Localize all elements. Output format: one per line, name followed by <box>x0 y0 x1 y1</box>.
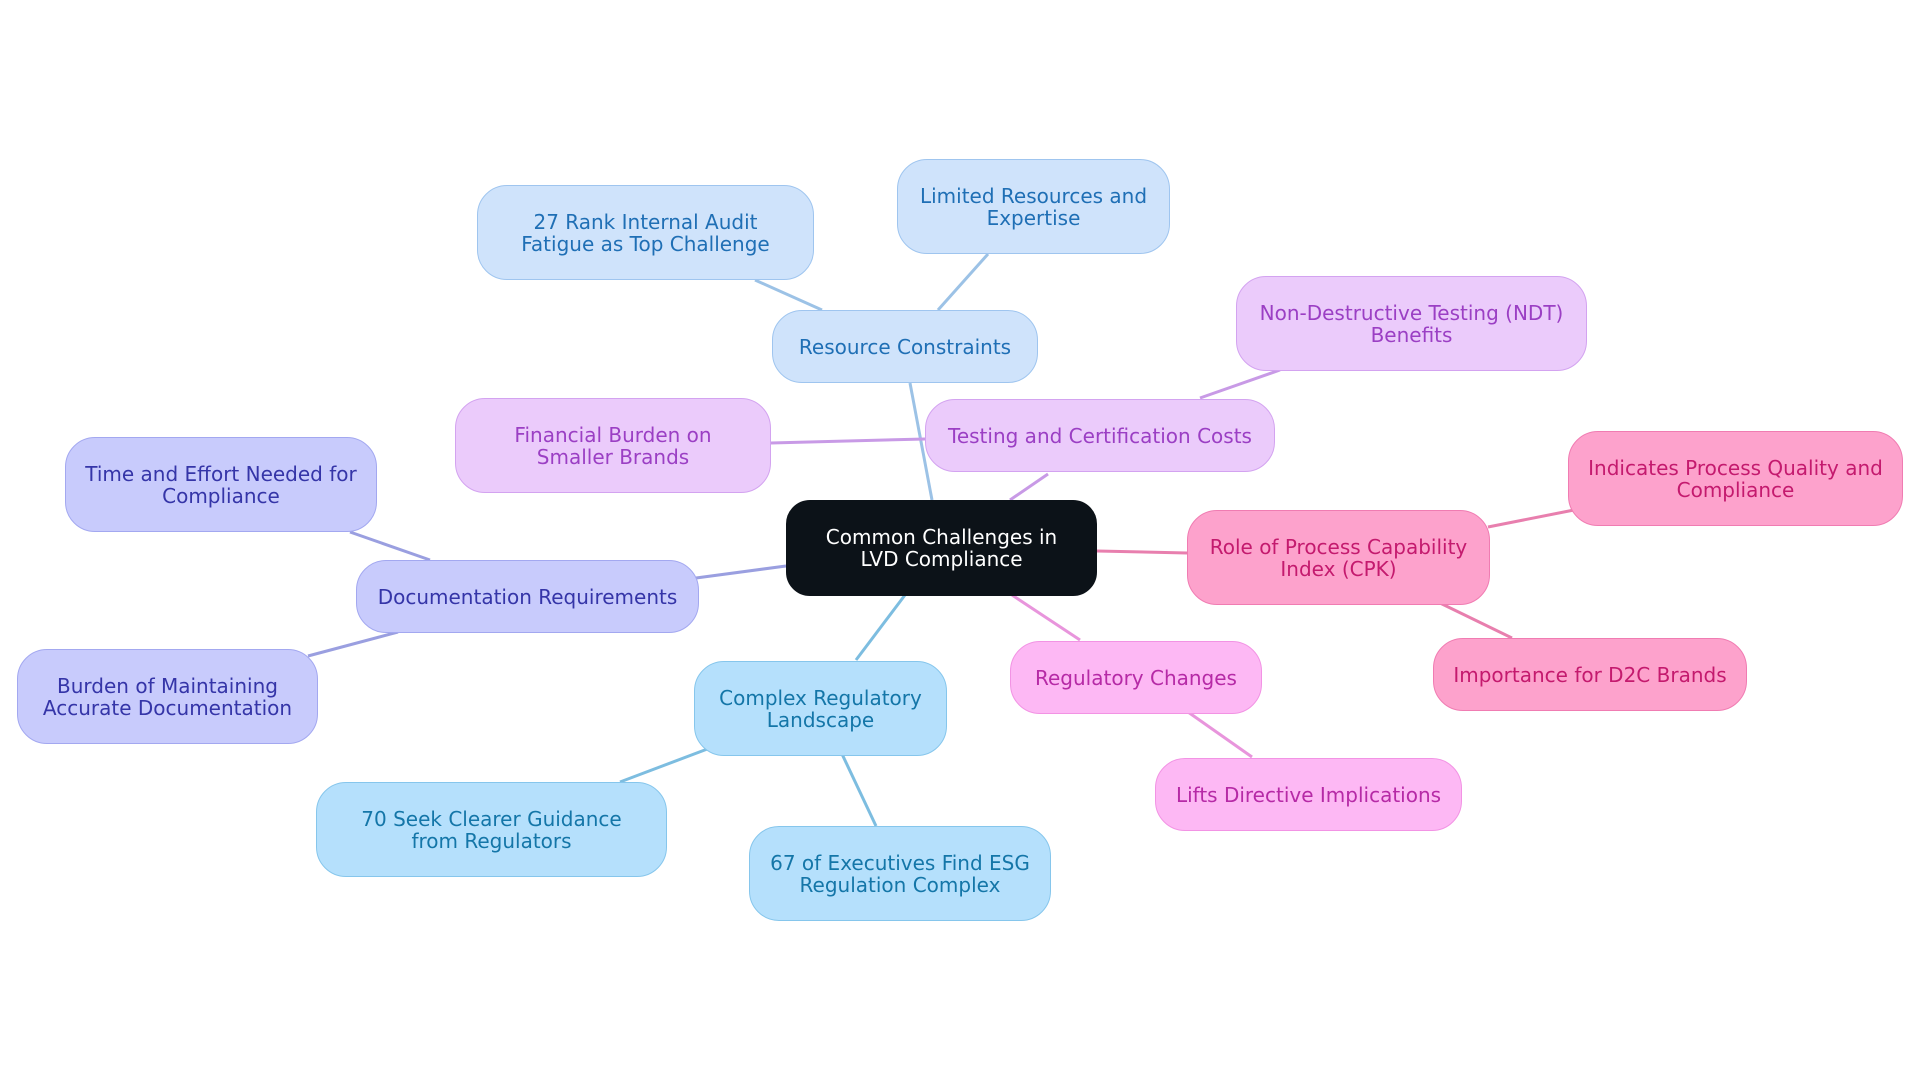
branch-process-capability-index[interactable]: Role of Process Capability Index (CPK) <box>1187 510 1490 605</box>
leaf-internal-audit-fatigue[interactable]: 27 Rank Internal Audit Fatigue as Top Ch… <box>477 185 814 280</box>
leaf-lifts-directive[interactable]: Lifts Directive Implications <box>1155 758 1462 831</box>
link-root-regchanges <box>1011 593 1081 642</box>
leaf-label: 67 of Executives Find ESG Regulation Com… <box>770 850 1030 897</box>
root-label: Common Challenges in LVD Compliance <box>825 525 1058 571</box>
branch-testing-certification[interactable]: Testing and Certification Costs <box>925 399 1275 472</box>
branch-resource-constraints[interactable]: Resource Constraints <box>772 310 1038 383</box>
leaf-financial-burden[interactable]: Financial Burden on Smaller Brands <box>455 398 771 493</box>
link-docs-burden <box>307 630 399 658</box>
link-root-docs <box>695 564 787 580</box>
leaf-label: Burden of Maintaining Accurate Documenta… <box>42 673 293 720</box>
branch-label: Resource Constraints <box>798 334 1012 359</box>
branch-label: Role of Process Capability Index (CPK) <box>1209 534 1468 581</box>
leaf-label: Indicates Process Quality and Compliance <box>1588 455 1883 502</box>
branch-documentation-requirements[interactable]: Documentation Requirements <box>356 560 699 633</box>
leaf-label: 70 Seek Clearer Guidance from Regulators <box>361 806 622 853</box>
leaf-label: Limited Resources and Expertise <box>919 183 1148 230</box>
link-regchanges-lifts <box>1187 710 1253 759</box>
branch-label: Complex Regulatory Landscape <box>719 685 922 732</box>
link-resource-limited <box>936 253 990 311</box>
link-root-resource <box>908 382 934 501</box>
link-cpk-indicates <box>1487 508 1575 529</box>
root-node[interactable]: Common Challenges in LVD Compliance <box>786 500 1097 596</box>
leaf-esg-complex[interactable]: 67 of Executives Find ESG Regulation Com… <box>749 826 1051 921</box>
link-root-complex <box>854 594 907 661</box>
leaf-label: Non-Destructive Testing (NDT) Benefits <box>1259 300 1564 347</box>
branch-complex-regulatory[interactable]: Complex Regulatory Landscape <box>694 661 947 756</box>
branch-regulatory-changes[interactable]: Regulatory Changes <box>1010 641 1262 714</box>
branch-label: Documentation Requirements <box>377 584 678 609</box>
leaf-ndt-benefits[interactable]: Non-Destructive Testing (NDT) Benefits <box>1236 276 1587 371</box>
leaf-process-quality[interactable]: Indicates Process Quality and Compliance <box>1568 431 1903 526</box>
leaf-label: Financial Burden on Smaller Brands <box>514 422 712 469</box>
leaf-accurate-documentation[interactable]: Burden of Maintaining Accurate Documenta… <box>17 649 318 744</box>
leaf-d2c-brands[interactable]: Importance for D2C Brands <box>1433 638 1747 711</box>
link-root-cpk <box>1096 549 1188 555</box>
leaf-label: Time and Effort Needed for Compliance <box>85 461 357 508</box>
link-testing-financial <box>770 437 926 445</box>
leaf-label: Importance for D2C Brands <box>1453 662 1727 687</box>
leaf-label: 27 Rank Internal Audit Fatigue as Top Ch… <box>521 209 770 256</box>
branch-label: Testing and Certification Costs <box>948 423 1252 448</box>
link-complex-esg <box>840 753 878 827</box>
link-docs-time <box>349 530 431 562</box>
leaf-time-and-effort[interactable]: Time and Effort Needed for Compliance <box>65 437 377 532</box>
leaf-label: Lifts Directive Implications <box>1175 782 1442 807</box>
leaf-limited-resources[interactable]: Limited Resources and Expertise <box>897 159 1170 254</box>
link-resource-audit <box>754 278 823 312</box>
link-cpk-d2c <box>1439 601 1513 640</box>
leaf-clearer-guidance[interactable]: 70 Seek Clearer Guidance from Regulators <box>316 782 667 877</box>
branch-label: Regulatory Changes <box>1035 665 1237 690</box>
link-testing-ndt <box>1199 368 1281 400</box>
link-complex-clearer <box>619 746 711 784</box>
link-root-testing <box>1009 472 1049 502</box>
